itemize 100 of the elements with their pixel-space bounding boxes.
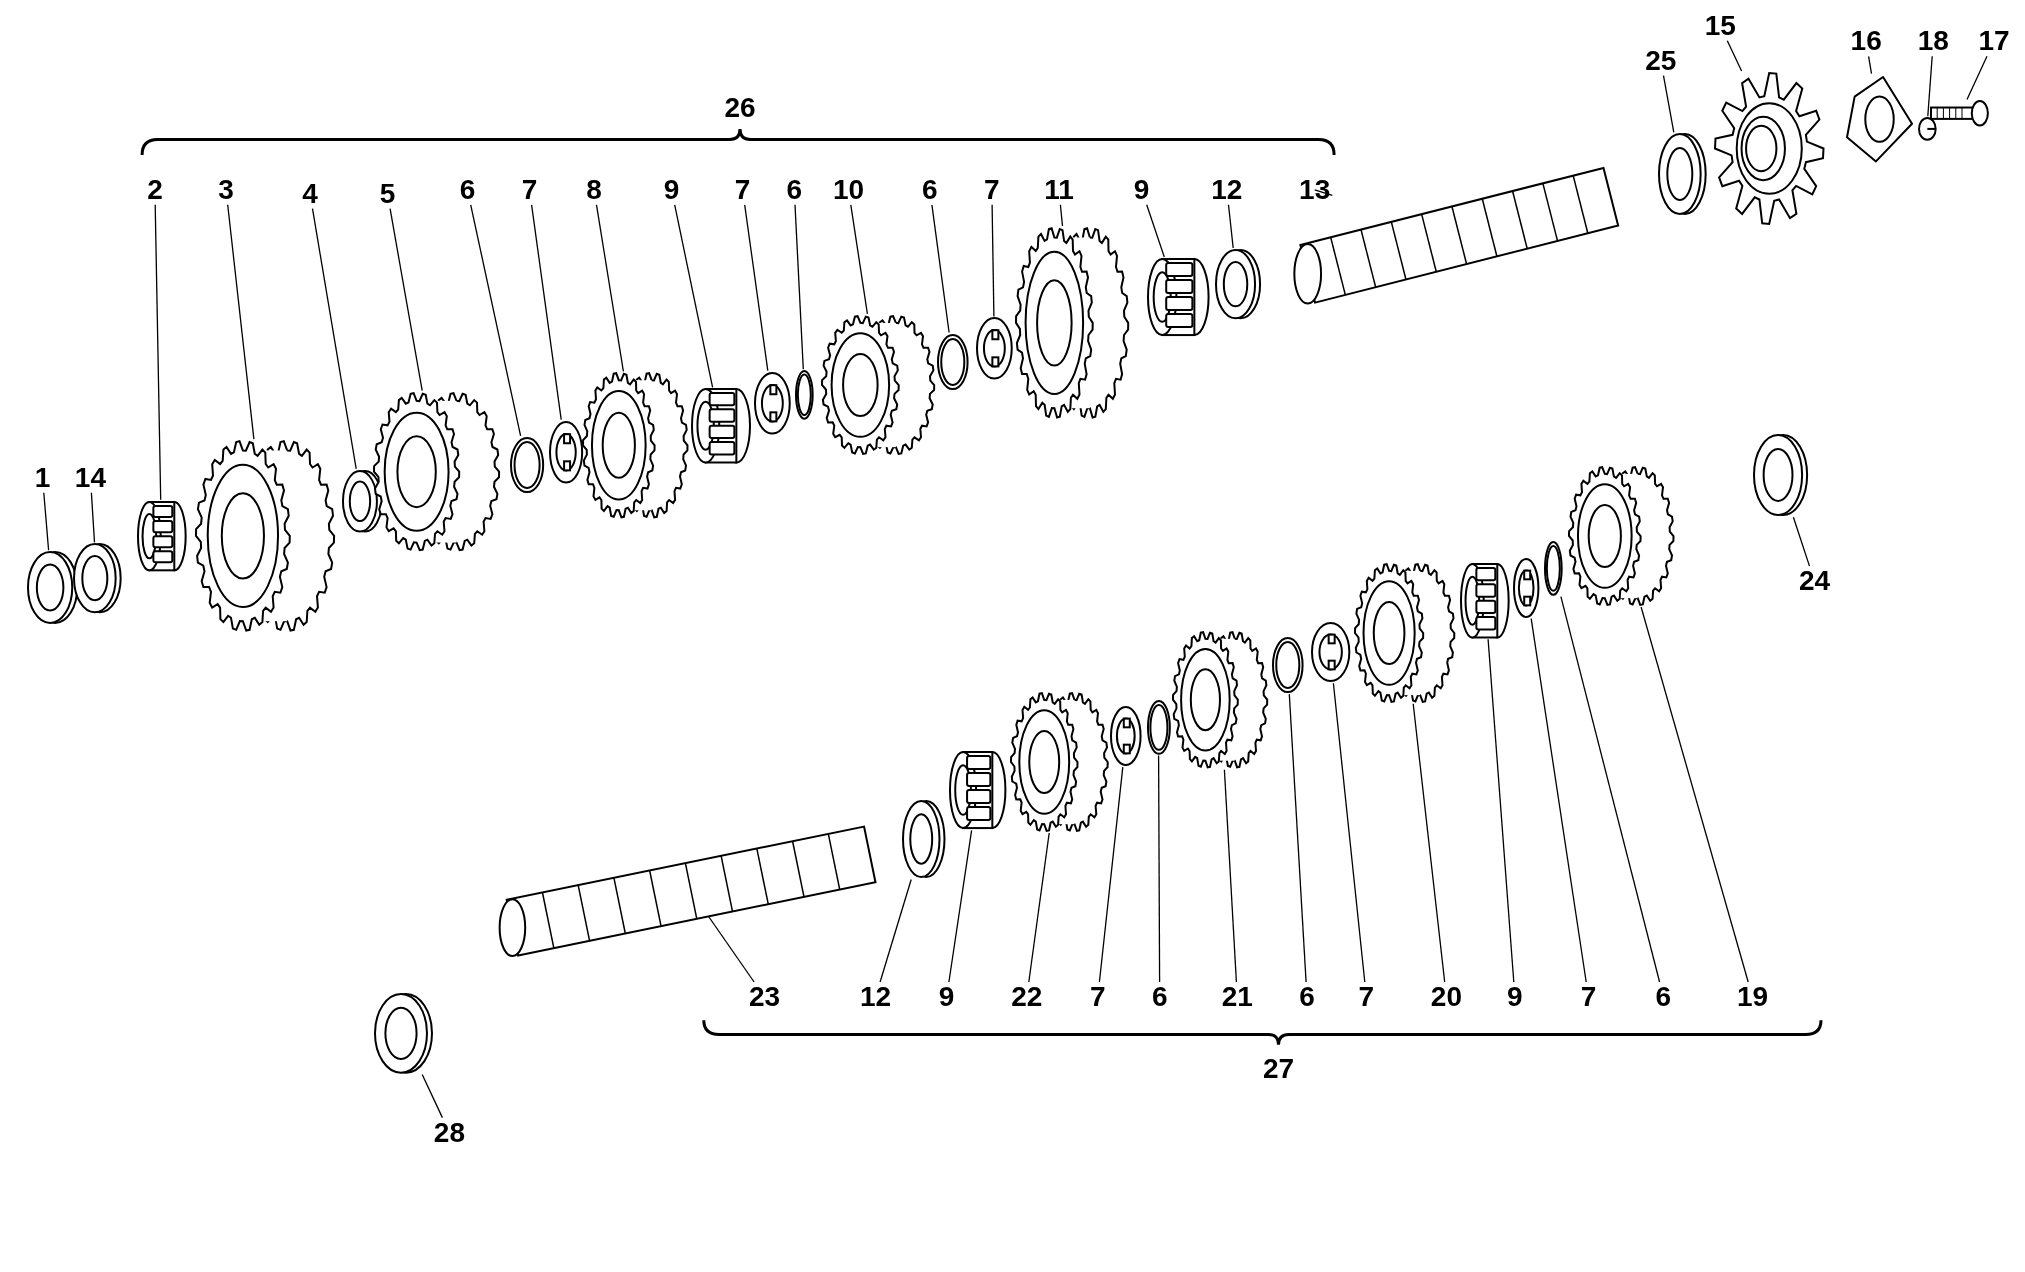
snap-ring [1270, 636, 1305, 695]
callout-number: 9 [661, 174, 682, 205]
callout-number: 15 [1702, 10, 1738, 41]
callout-number: 4 [300, 178, 320, 209]
callout-number: 7 [1356, 982, 1377, 1012]
callout-number: 18 [1915, 26, 1951, 57]
gear [1171, 630, 1270, 770]
leader-line [470, 204, 522, 437]
callout-number: 16 [1848, 26, 1884, 57]
callout-number: 14 [72, 462, 108, 493]
callout-number: 9 [936, 982, 957, 1012]
gear [1008, 690, 1110, 833]
leader-line [154, 204, 162, 501]
leader-line [1098, 766, 1124, 983]
leader-line [1314, 189, 1333, 196]
leader-line [1792, 516, 1811, 567]
callout-number: 7 [1578, 982, 1599, 1012]
gear [581, 371, 690, 520]
circlip [1309, 621, 1351, 684]
needle-bearing [135, 499, 188, 573]
leader-line [1059, 204, 1064, 227]
callout-number: 9 [1131, 174, 1152, 205]
callout-number: 24 [1796, 566, 1833, 597]
callout-number: 7 [982, 174, 1002, 205]
leader-line [43, 492, 50, 551]
leader-line [1157, 754, 1161, 983]
circlip [752, 370, 792, 436]
leader-line [1288, 693, 1307, 983]
callout-number: 2 [145, 174, 165, 205]
callout-number: 3 [216, 174, 236, 205]
callout-number: 6 [1653, 982, 1674, 1012]
callout-number: 8 [584, 174, 604, 205]
callout-number: 28 [431, 1117, 467, 1148]
leader-line [707, 915, 755, 983]
callout-number: 11 [1042, 174, 1076, 205]
callout-number: 6 [1149, 982, 1170, 1012]
leader-line [1146, 204, 1165, 258]
bolt [1929, 99, 1992, 128]
callout-number: 21 [1219, 982, 1255, 1012]
snap-ring [1543, 539, 1564, 597]
circlip [975, 316, 1014, 381]
needle-bearing [1145, 257, 1211, 338]
snap-ring [1145, 698, 1172, 756]
leader-line [530, 204, 562, 421]
callout-number: 22 [1009, 982, 1045, 1012]
callout-number: 6 [457, 174, 478, 205]
leader-line [1966, 55, 1988, 101]
needle-bearing [1459, 561, 1511, 640]
leader-line [1560, 595, 1661, 983]
callout-number: 10 [830, 174, 867, 205]
callout-number: 7 [732, 174, 753, 205]
leader-line [879, 878, 912, 983]
leader-line [311, 208, 357, 470]
callout-number: 6 [784, 174, 804, 205]
leader-line [674, 204, 714, 389]
leader-line [1412, 703, 1446, 983]
snap-ring [508, 435, 545, 494]
leader-line [1927, 55, 1933, 117]
leader-line [1530, 617, 1587, 983]
leader-line [1487, 638, 1515, 983]
leader-line [421, 1073, 444, 1119]
retaining-plate [1843, 73, 1915, 164]
gear [820, 313, 937, 456]
callout-number: 7 [1087, 982, 1108, 1012]
leader-line [389, 208, 423, 392]
callout-number: 27 [1261, 1054, 1296, 1085]
leader-line [1227, 204, 1234, 249]
gear [1353, 561, 1457, 704]
lock-washer [1916, 116, 1938, 143]
gear [1013, 226, 1130, 420]
gear [1566, 464, 1675, 607]
callout-number: 13 [1297, 174, 1333, 205]
leader-line [1867, 55, 1873, 75]
washer [900, 799, 947, 880]
callout-number: 17 [1976, 26, 2012, 57]
washer [1212, 247, 1262, 321]
gear [193, 439, 336, 633]
circlip [1512, 556, 1541, 619]
leader-line [90, 492, 96, 544]
callout-number: 19 [1734, 982, 1771, 1012]
leader-line [931, 204, 950, 334]
snap-ring [936, 332, 970, 391]
callout-number: 25 [1643, 45, 1679, 76]
washer [1750, 433, 1809, 518]
leader-line [1662, 75, 1675, 134]
callout-number: 26 [723, 93, 757, 124]
washer [71, 542, 123, 615]
washer [1655, 132, 1708, 217]
callout-number: 6 [920, 174, 940, 205]
callout-number: 12 [858, 982, 894, 1012]
leader-line [1726, 40, 1743, 72]
needle-bearing [689, 387, 752, 465]
leader-line [595, 204, 625, 372]
callout-number: 5 [377, 178, 398, 209]
leader-line [948, 829, 973, 983]
circlip [547, 419, 584, 485]
washer [371, 991, 434, 1075]
callout-number: 20 [1428, 982, 1464, 1012]
needle-bearing [947, 750, 1008, 831]
callout-number: 7 [519, 174, 540, 205]
